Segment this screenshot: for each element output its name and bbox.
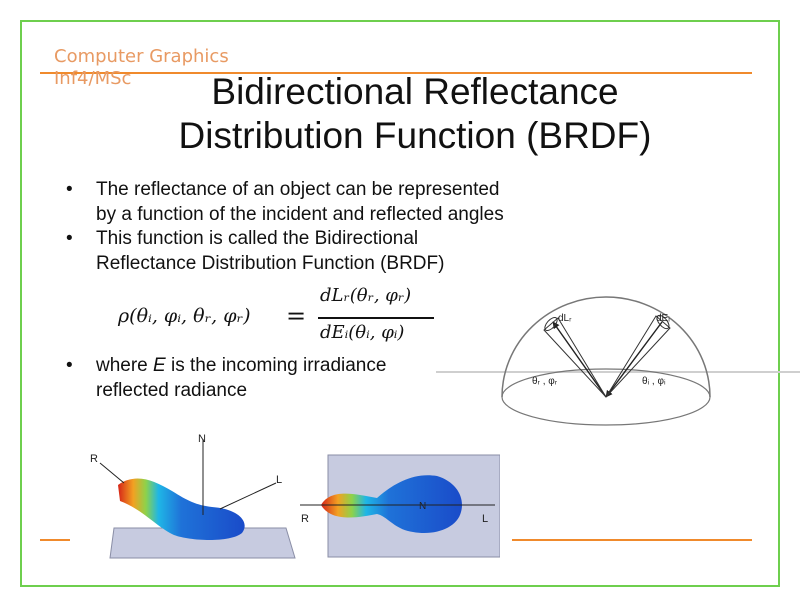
title-line-1: Bidirectional Reflectance [211,71,619,112]
reflected-cone [543,317,607,398]
header-divider [40,72,752,74]
footer-divider-right [512,539,752,541]
formula-numerator: dLᵣ(θᵣ, φᵣ) [320,285,412,306]
course-brand: Computer Graphics Inf4/MSc [54,46,229,90]
incident-cone-cap [656,314,670,330]
slide-title: Bidirectional Reflectance Distribution F… [130,70,700,158]
bullet-list: • The reflectance of an object can be re… [62,178,602,276]
formula-equals: = [286,302,307,330]
incident-ray [605,321,663,398]
brdf-top-view-figure: N R L [300,454,500,558]
label-dl: dLᵣ [558,313,572,324]
footer-divider-left [40,539,70,541]
label-r: R [90,453,98,465]
label-r: R [301,513,309,525]
brdf-formula: ρ(θᵢ, φᵢ, θᵣ, φᵣ) = dLᵣ(θᵣ, φᵣ) dEᵢ(θᵢ, … [118,283,440,353]
reflected-ray [552,321,607,398]
label-n: N [419,501,426,512]
bullet-item: • The reflectance of an object can be re… [62,178,602,227]
bullet-text: This function is called the Bidirectiona… [96,228,419,249]
label-de: dEᵢ [656,313,670,324]
title-line-2: Distribution Function (BRDF) [178,115,652,156]
hemisphere-diagram: dLᵣ dEᵢ θᵣ , φᵣ θᵢ , φᵢ [436,296,800,426]
formula-lhs: ρ(θᵢ, φᵢ, θᵣ, φᵣ) [118,305,251,327]
bullet-marker: • [66,179,73,200]
label-l: L [276,474,282,486]
bullet-item: • where E is the incoming irradiance ref… [62,354,442,403]
bullet-text: The reflectance of an object can be repr… [96,179,500,200]
brdf-lobe-figure: N R L [90,433,296,559]
bullet-text: Reflectance Distribution Function (BRDF) [96,252,445,274]
bullet-text: where E is the incoming irradiance [96,355,387,376]
label-n: N [198,433,206,445]
bullet-item: • This function is called the Bidirectio… [62,227,602,276]
reflect-axis [99,462,125,484]
label-theta-i: θᵢ , φᵢ [642,376,666,387]
formula-denominator: dEᵢ(θᵢ, φᵢ) [320,322,405,343]
course-level: Inf4/MSc [54,68,132,89]
hemisphere-arc [501,296,711,398]
reflected-cone-cap [544,316,558,332]
brdf-lobe [118,478,245,540]
bullet-marker: • [66,228,73,249]
incident-cone [605,315,671,398]
label-theta-r: θᵣ , φᵣ [532,376,558,387]
brdf-lobe [321,475,462,534]
label-l: L [482,513,488,525]
bullet-text: by a function of the incident and reflec… [96,203,504,225]
slide-frame [20,20,780,587]
light-axis [219,482,277,510]
bullet-marker: • [66,355,73,376]
formula-fraction-bar [318,317,434,319]
course-name: Computer Graphics [54,46,229,67]
bullet-text: reflected radiance [96,379,248,401]
base-ellipse [501,368,711,426]
